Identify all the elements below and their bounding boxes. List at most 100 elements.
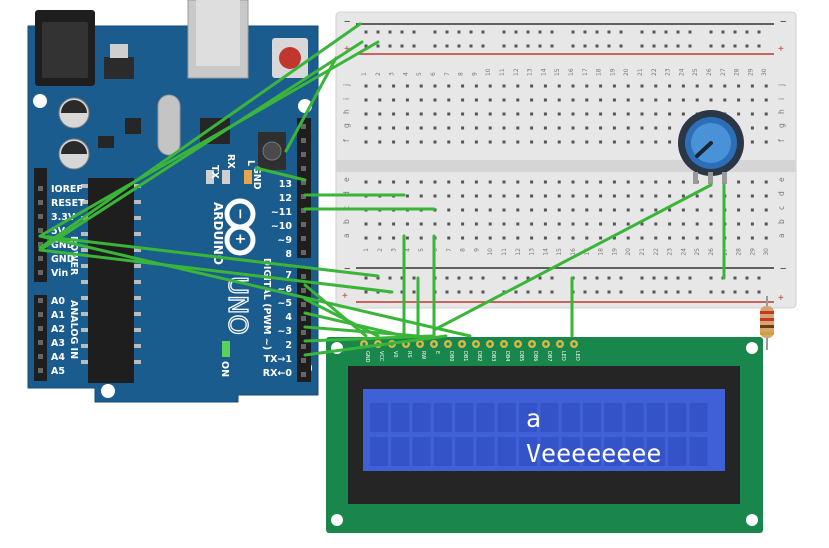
rail-hole[interactable] [514, 44, 518, 48]
header-pin[interactable] [301, 180, 306, 185]
breadboard-hole[interactable] [571, 222, 575, 226]
breadboard-hole[interactable] [392, 126, 396, 130]
potentiometer[interactable] [678, 110, 744, 184]
breadboard-hole[interactable] [585, 208, 589, 212]
breadboard-hole[interactable] [737, 112, 741, 116]
rail-hole[interactable] [733, 276, 737, 280]
breadboard-hole[interactable] [461, 194, 465, 198]
breadboard-hole[interactable] [419, 180, 423, 184]
breadboard-hole[interactable] [723, 98, 727, 102]
breadboard-hole[interactable] [681, 112, 685, 116]
rail-hole[interactable] [652, 276, 656, 280]
breadboard-hole[interactable] [447, 140, 451, 144]
breadboard-hole[interactable] [626, 208, 630, 212]
breadboard-hole[interactable] [668, 126, 672, 130]
wire-lcd-power[interactable] [38, 234, 472, 338]
rail-hole[interactable] [676, 44, 680, 48]
breadboard-hole[interactable] [750, 126, 754, 130]
rail-hole[interactable] [676, 290, 680, 294]
wire-pin-7[interactable] [303, 283, 368, 338]
breadboard-hole[interactable] [488, 126, 492, 130]
wire-power-2[interactable] [38, 40, 364, 252]
breadboard-hole[interactable] [405, 222, 409, 226]
breadboard-hole[interactable] [640, 180, 644, 184]
breadboard-hole[interactable] [392, 236, 396, 240]
breadboard-hole[interactable] [364, 180, 368, 184]
rail-hole[interactable] [433, 44, 437, 48]
rail-hole[interactable] [502, 30, 506, 34]
breadboard[interactable]: − + − + − + − + 112233445566778899101011… [335, 11, 797, 309]
breadboard-hole[interactable] [557, 194, 561, 198]
breadboard-hole[interactable] [530, 98, 534, 102]
rail-hole[interactable] [664, 44, 668, 48]
rail-hole[interactable] [640, 276, 644, 280]
breadboard-hole[interactable] [378, 112, 382, 116]
rail-hole[interactable] [652, 44, 656, 48]
header-pin[interactable] [38, 242, 43, 247]
breadboard-hole[interactable] [419, 98, 423, 102]
breadboard-hole[interactable] [433, 140, 437, 144]
breadboard-hole[interactable] [585, 194, 589, 198]
rail-hole[interactable] [388, 44, 392, 48]
rail-hole[interactable] [364, 30, 368, 34]
breadboard-hole[interactable] [557, 126, 561, 130]
rail-hole[interactable] [502, 276, 506, 280]
breadboard-hole[interactable] [599, 84, 603, 88]
breadboard-hole[interactable] [461, 236, 465, 240]
breadboard-hole[interactable] [530, 140, 534, 144]
breadboard-hole[interactable] [695, 208, 699, 212]
rail-hole[interactable] [688, 290, 692, 294]
breadboard-hole[interactable] [654, 236, 658, 240]
breadboard-hole[interactable] [530, 84, 534, 88]
rail-hole[interactable] [595, 30, 599, 34]
breadboard-hole[interactable] [695, 98, 699, 102]
breadboard-hole[interactable] [364, 236, 368, 240]
breadboard-hole[interactable] [557, 222, 561, 226]
breadboard-hole[interactable] [585, 84, 589, 88]
breadboard-hole[interactable] [364, 140, 368, 144]
breadboard-hole[interactable] [626, 140, 630, 144]
breadboard-hole[interactable] [640, 208, 644, 212]
breadboard-hole[interactable] [737, 222, 741, 226]
breadboard-hole[interactable] [433, 180, 437, 184]
breadboard-hole[interactable] [461, 126, 465, 130]
rail-hole[interactable] [640, 290, 644, 294]
breadboard-hole[interactable] [516, 180, 520, 184]
breadboard-hole[interactable] [654, 194, 658, 198]
breadboard-hole[interactable] [433, 84, 437, 88]
rail-hole[interactable] [550, 30, 554, 34]
breadboard-hole[interactable] [419, 236, 423, 240]
breadboard-hole[interactable] [764, 140, 768, 144]
breadboard-hole[interactable] [364, 126, 368, 130]
breadboard-hole[interactable] [502, 236, 506, 240]
breadboard-hole[interactable] [709, 236, 713, 240]
rail-hole[interactable] [676, 276, 680, 280]
breadboard-hole[interactable] [419, 112, 423, 116]
rail-hole[interactable] [550, 44, 554, 48]
breadboard-hole[interactable] [378, 84, 382, 88]
breadboard-hole[interactable] [681, 236, 685, 240]
breadboard-hole[interactable] [516, 194, 520, 198]
breadboard-hole[interactable] [626, 84, 630, 88]
breadboard-hole[interactable] [378, 180, 382, 184]
breadboard-hole[interactable] [571, 208, 575, 212]
header-pin[interactable] [301, 274, 306, 279]
breadboard-hole[interactable] [516, 84, 520, 88]
wire-button[interactable] [284, 56, 338, 153]
breadboard-hole[interactable] [764, 222, 768, 226]
breadboard-hole[interactable] [681, 194, 685, 198]
wire-pin-3[interactable] [303, 334, 434, 343]
breadboard-hole[interactable] [419, 222, 423, 226]
rail-hole[interactable] [757, 290, 761, 294]
breadboard-hole[interactable] [543, 180, 547, 184]
rail-hole[interactable] [721, 30, 725, 34]
breadboard-hole[interactable] [599, 236, 603, 240]
rail-hole[interactable] [526, 276, 530, 280]
rail-hole[interactable] [550, 290, 554, 294]
breadboard-hole[interactable] [668, 112, 672, 116]
rail-hole[interactable] [376, 276, 380, 280]
header-pin[interactable] [301, 152, 306, 157]
breadboard-hole[interactable] [502, 126, 506, 130]
breadboard-hole[interactable] [750, 236, 754, 240]
rail-hole[interactable] [607, 30, 611, 34]
